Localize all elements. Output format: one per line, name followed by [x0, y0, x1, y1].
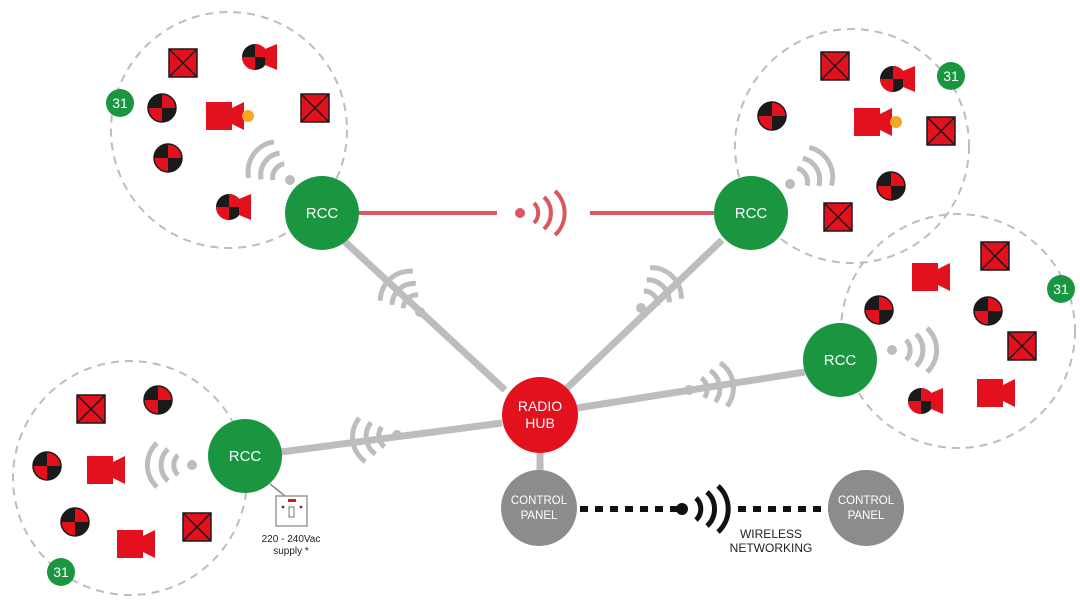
call-point-icon	[980, 241, 1010, 271]
detector-icon	[147, 93, 177, 123]
rcc-label: RCC	[306, 205, 339, 222]
detector-icon	[864, 295, 894, 325]
zone-count-badge: 31	[1047, 275, 1075, 303]
wireless-signal-icon	[515, 189, 567, 237]
radio-hub-label-1: RADIO	[518, 398, 562, 414]
detector-icon	[32, 451, 62, 481]
rcc-label: RCC	[735, 205, 768, 222]
sounder-icon	[977, 379, 1015, 407]
supply-label-2: supply *	[273, 546, 309, 557]
call-point-icon	[1007, 331, 1037, 361]
zone-boundary-top-left	[110, 11, 348, 249]
control-panel-label-1: CONTROL	[511, 495, 568, 507]
supply-label-1: 220 - 240Vac	[262, 534, 321, 545]
zone-count-badge: 31	[937, 62, 965, 90]
wireless-signal-icon	[785, 145, 836, 189]
wireless-signal-icon	[676, 484, 731, 534]
control-panel-label-2: PANEL	[521, 510, 558, 522]
radio-hub-node: RADIO HUB	[502, 377, 578, 453]
control-panel-node-remote: CONTROL PANEL	[828, 470, 904, 546]
sounder-icon	[912, 263, 950, 291]
rcc-label: RCC	[229, 448, 262, 465]
zone-count-text: 31	[943, 68, 959, 84]
detector-sounder-icon	[908, 388, 943, 414]
control-panel-node: CONTROL PANEL	[501, 470, 577, 546]
sounder-icon	[87, 456, 125, 484]
zone-boundary-top-right	[734, 28, 970, 264]
zone-count-text: 31	[112, 95, 128, 111]
devices	[32, 44, 1037, 558]
call-point-icon	[300, 93, 330, 123]
link-hub-rcc-top-right	[562, 237, 725, 393]
control-panel-label-1: CONTROL	[838, 495, 895, 507]
detector-icon	[153, 143, 183, 173]
nodes: RCC RCC RCC RCC RADIO HUB CONTROL PANEL …	[208, 176, 904, 546]
wireless-signal-icon	[350, 416, 402, 464]
wireless-signal-icon	[636, 265, 684, 313]
detector-icon	[973, 296, 1003, 326]
sounder-icon	[117, 530, 155, 558]
wireless-signal-icon	[144, 441, 197, 489]
call-point-icon	[823, 202, 853, 232]
detector-sounder-icon	[880, 66, 915, 92]
rcc-node-top-right: RCC	[714, 176, 788, 250]
detector-icon	[143, 385, 173, 415]
rcc-label: RCC	[824, 352, 857, 369]
wireless-signal-icon	[377, 268, 425, 317]
socket-icon	[275, 495, 308, 527]
beacon-sounder-icon	[854, 108, 902, 136]
supply-line	[269, 483, 286, 497]
rcc-node-top-left: RCC	[285, 176, 359, 250]
wireless-signal-icon	[684, 360, 736, 408]
zone-count-text: 31	[53, 564, 69, 580]
wireless-signal-icon	[887, 326, 940, 374]
call-point-icon	[168, 48, 198, 78]
control-panel-label-2: PANEL	[848, 510, 885, 522]
detector-sounder-icon	[216, 194, 251, 220]
detector-icon	[876, 171, 906, 201]
call-point-icon	[926, 116, 956, 146]
rcc-node-bottom-left: RCC	[208, 419, 282, 493]
zone-count-badge: 31	[47, 558, 75, 586]
beacon-sounder-icon	[206, 102, 254, 130]
zone-count-badge: 31	[106, 89, 134, 117]
radio-hub-label-2: HUB	[525, 415, 555, 431]
call-point-icon	[76, 394, 106, 424]
wireless-networking-label-1: WIRELESS	[740, 527, 802, 541]
detector-sounder-icon	[242, 44, 277, 70]
wireless-networking-label-2: NETWORKING	[730, 541, 813, 555]
link-hub-rcc-bottom-left	[280, 419, 503, 456]
call-point-icon	[182, 512, 212, 542]
rcc-node-mid-right: RCC	[803, 323, 877, 397]
zone-badges: 31 31 31 31	[47, 62, 1075, 586]
zone-count-text: 31	[1053, 281, 1069, 297]
call-point-icon	[820, 51, 850, 81]
zone-boundary-mid-right	[840, 213, 1076, 449]
links	[269, 211, 830, 512]
detector-icon	[60, 507, 90, 537]
detector-icon	[757, 101, 787, 131]
